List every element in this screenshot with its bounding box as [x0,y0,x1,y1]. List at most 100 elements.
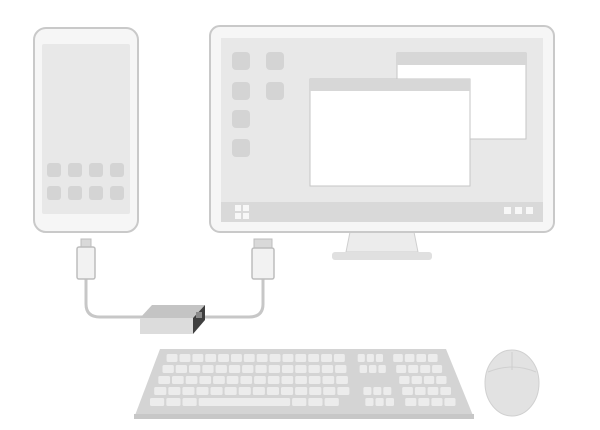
keyboard-key [333,354,345,362]
keyboard-key [228,365,241,373]
keyboard-key [158,376,170,384]
keyboard-key [226,376,239,384]
keyboard-key [431,398,443,406]
tray-icon [504,207,511,214]
keyboard-key [396,365,407,373]
adapter-top [140,305,205,318]
desktop-icon [266,82,284,100]
phone-app-icon [89,163,103,177]
keyboard-key [321,354,332,362]
grid-icon [235,205,249,219]
adapter-front [140,318,193,334]
keyboard-key [336,376,348,384]
keyboard-key [423,376,435,384]
adapter-port [196,312,202,318]
keyboard-key [295,376,307,384]
keyboard-key [295,365,307,373]
keyboard-key [363,387,372,395]
keyboard-key [150,398,165,406]
monitor-stand-neck [345,231,419,253]
keyboard-key [308,354,320,362]
keyboard-key [182,398,197,406]
keyboard-key [323,387,336,395]
phone-app-icon [110,163,124,177]
keyboard-key [335,365,347,373]
keyboard-key [179,354,191,362]
keyboard-key [357,354,365,362]
monitor-stand-base [332,252,432,260]
tray-icon [526,207,533,214]
back-window-titlebar [397,53,526,65]
keyboard-key [240,376,253,384]
front-window-body [309,78,471,187]
phone-app-icon [47,163,61,177]
phone-app-icon [68,163,82,177]
keyboard-key [192,354,204,362]
keyboard-key [308,376,321,384]
keyboard-key [205,354,217,362]
keyboard-key [215,365,227,373]
keyboard [134,349,474,419]
keyboard-key [385,398,394,406]
keyboard-key [202,365,214,373]
hdmi-plug-tip [253,238,273,249]
keyboard-key [213,376,225,384]
keyboard-key [420,365,431,373]
keyboard-key [411,376,422,384]
hdmi-plug [251,247,275,280]
keyboard-key [440,387,451,395]
keyboard-key [254,376,266,384]
keyboard-key [268,365,280,373]
phone-screen [42,44,130,214]
front-window-titlebar [310,79,470,91]
keyboard-key [175,365,187,373]
usb-c-cable-wire [84,278,146,319]
keyboard-key [404,354,415,362]
phone-app-icon [47,186,61,200]
keyboard-key [269,354,281,362]
keyboard-key [242,365,254,373]
keyboard-key [436,376,447,384]
desktop-icon [232,110,250,128]
keyboard-key [295,387,308,395]
keyboard-key [418,398,430,406]
desktop-icons [232,52,284,157]
keyboard-key [292,398,307,406]
keyboard-key [414,387,426,395]
phone-app-icon [89,186,103,200]
keyboard-key [282,365,294,373]
keyboard-key [166,354,178,362]
keyboard-key [243,354,255,362]
keyboard-key [224,387,237,395]
keyboard-key [281,387,294,395]
keyboard-key [199,376,212,384]
keyboard-key [378,365,386,373]
keyboard-key [172,376,184,384]
phone-app-icon [110,186,124,200]
keyboard-key [383,387,392,395]
desktop-icon [232,139,250,157]
tray-icons [504,207,533,214]
keyboard-key [198,398,291,406]
keyboard-key [267,376,280,384]
mouse-body [484,349,540,417]
keyboard-key [282,354,294,362]
phone-app-grid [47,163,124,200]
keyboard-key [369,365,377,373]
phone [33,27,139,233]
keyboard-key [168,387,181,395]
keyboard-key [321,365,334,373]
keyboard-front-edge [134,414,474,419]
keyboard-key [375,354,383,362]
usb-c-plug [76,246,96,280]
keyboard-key [238,387,251,395]
front-window [309,78,471,187]
keyboard-key [359,365,367,373]
keyboard-key [444,398,456,406]
keyboard-key [428,354,438,362]
mouse [484,349,540,417]
keyboard-key [416,354,426,362]
keyboard-key [266,387,279,395]
keyboard-key [308,398,323,406]
